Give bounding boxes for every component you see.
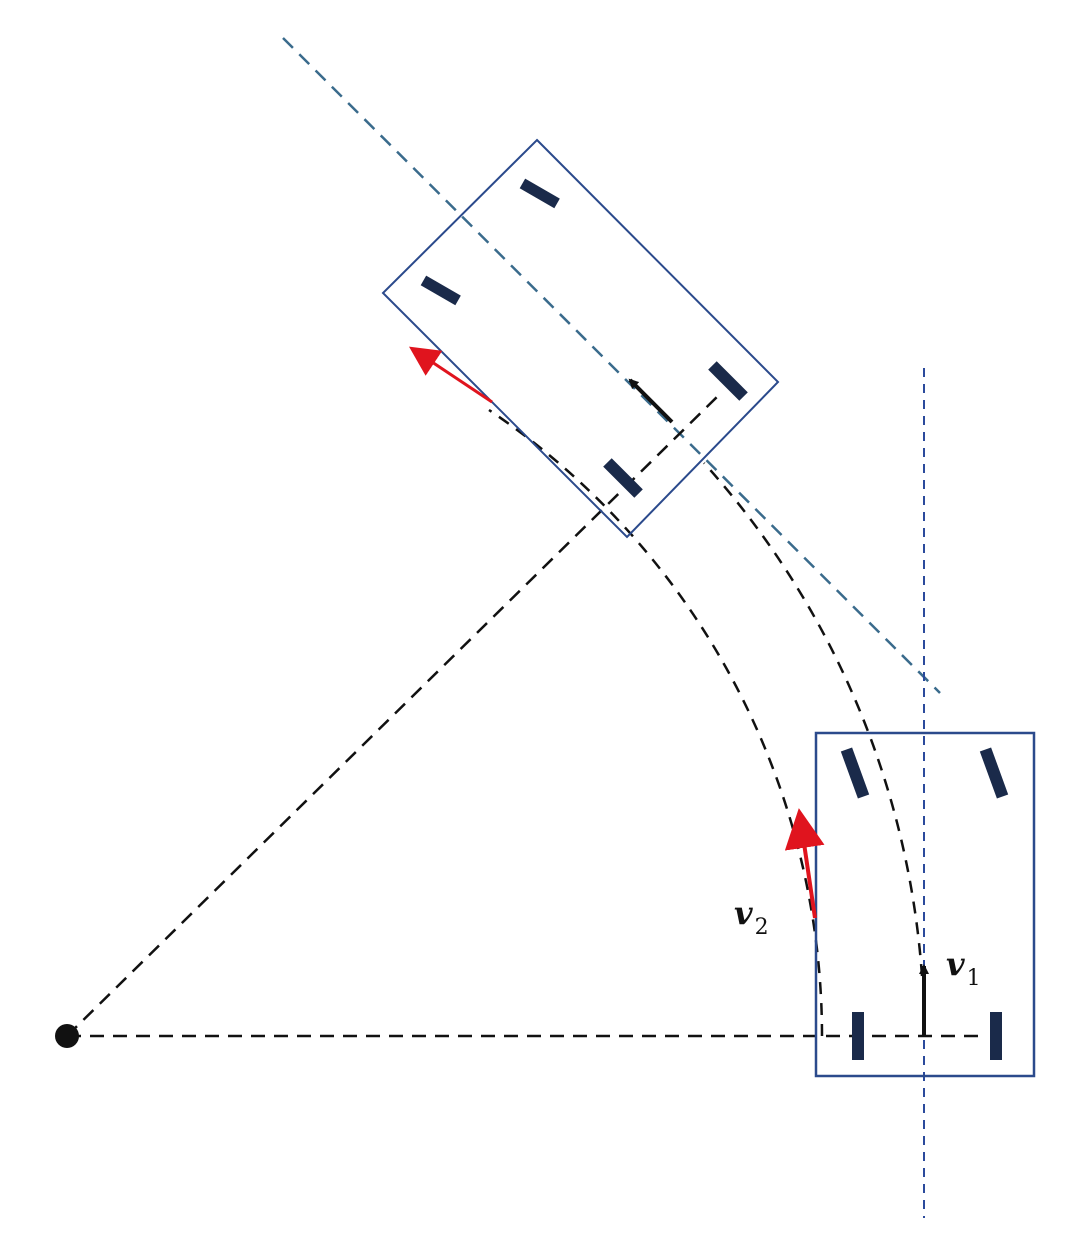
car-body-outline: [814, 731, 1036, 1078]
rotated-centerline-dashed: [282, 37, 941, 694]
wheel-rear-left: [852, 1012, 864, 1060]
v2-label: v2: [734, 894, 769, 940]
inner-arc-path: [488, 408, 824, 1037]
wheel-rear-left: [603, 458, 643, 498]
wheel-front-right: [979, 747, 1009, 799]
v2-arrow: [784, 808, 825, 919]
outer-arc-path: [703, 462, 924, 977]
wheel-rear-right: [708, 361, 748, 401]
v1-label: v1: [946, 945, 981, 991]
car-body-outline: [381, 138, 780, 539]
radius-line-diagonal: [66, 391, 723, 1037]
wheel-rear-right: [990, 1012, 1002, 1060]
v2-symbol: v: [734, 894, 753, 932]
wheel-front-left: [519, 178, 560, 209]
v1-symbol: v: [946, 945, 965, 983]
wheel-front-left: [840, 747, 870, 799]
rotated-v1-arrow: [628, 378, 674, 424]
car-initial: [814, 731, 1036, 1078]
v1-subscript: 1: [966, 966, 981, 991]
rotated-v2-arrow: [409, 346, 493, 404]
v2-subscript: 2: [754, 915, 769, 940]
car-rotated: [381, 138, 780, 539]
turning-center-point: [55, 1024, 79, 1048]
wheel-front-right: [420, 275, 461, 306]
